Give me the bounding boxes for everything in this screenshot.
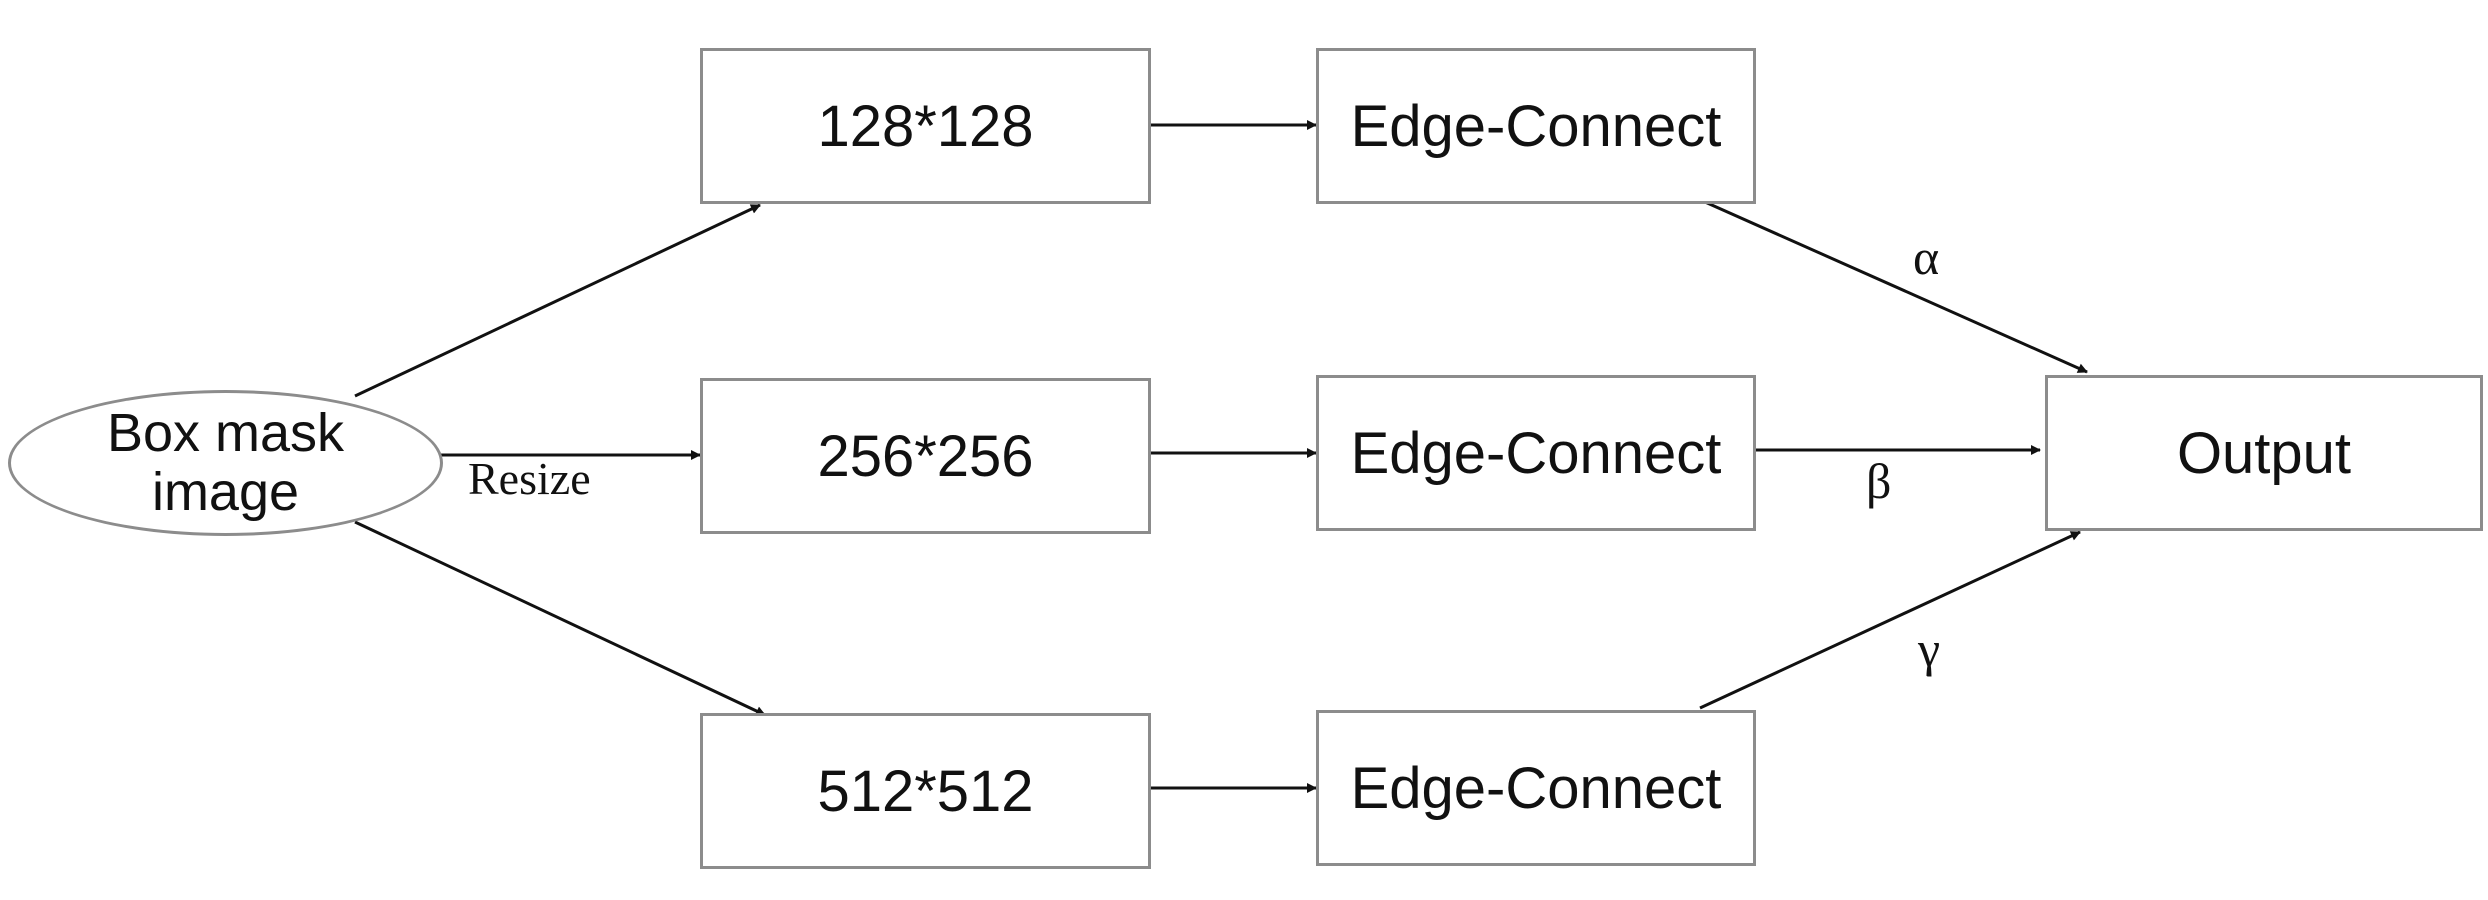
arrow-input-to-128 (354, 203, 761, 398)
resize-512-box: 512*512 (700, 713, 1151, 869)
edge-connect-box-3: Edge-Connect (1316, 710, 1756, 866)
weight-beta-label: β (1866, 453, 1892, 509)
edge-connect-box-2: Edge-Connect (1316, 375, 1756, 531)
input-node: Box mask image (8, 390, 443, 536)
arrow-edge-connect-3-to-output (1699, 530, 2081, 710)
edge-connect-box-1: Edge-Connect (1316, 48, 1756, 204)
arrow-input-to-512 (354, 520, 766, 717)
output-box: Output (2045, 375, 2483, 531)
weight-alpha-label: α (1913, 229, 1940, 285)
input-label-line2: image (151, 462, 300, 522)
weight-gamma-label: γ (1918, 621, 1941, 677)
resize-128-box: 128*128 (700, 48, 1151, 204)
input-label-line1: Box mask (106, 402, 345, 463)
resize-label: Resize (468, 453, 591, 504)
resize-256-box: 256*256 (700, 378, 1151, 534)
arrow-edge-connect-1-to-output (1704, 200, 2088, 374)
